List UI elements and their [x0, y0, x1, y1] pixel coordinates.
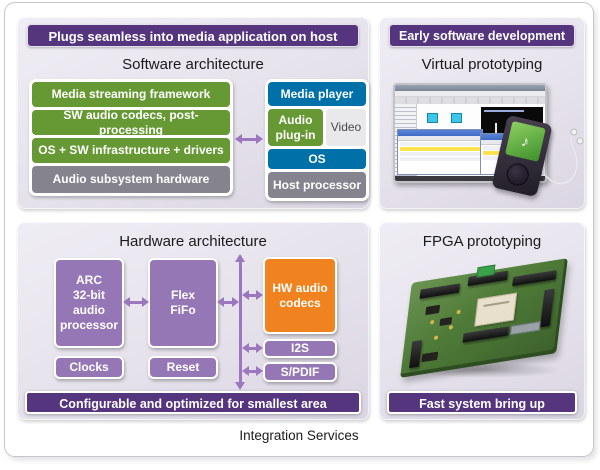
plugin-video-row: Audio plug-in Video: [268, 109, 366, 146]
box-hw-audio-codecs: HW audio codecs: [263, 257, 337, 334]
hardware-footer-ribbon: Configurable and optimized for smallest …: [25, 391, 361, 414]
box-arc-audio-processor: ARC 32-bit audio processor: [54, 258, 124, 348]
box-os: OS: [268, 149, 366, 169]
earbuds-icon: [544, 128, 584, 185]
music-note-icon: ♪: [519, 132, 531, 151]
box-spdif: S/PDIF: [263, 362, 337, 382]
box-reset: Reset: [148, 356, 218, 379]
box-media-player: Media player: [268, 82, 366, 106]
click-wheel: [504, 161, 531, 188]
fpga-prototyping-panel: FPGA prototyping: [379, 222, 585, 420]
media-app-stack: Media player Audio plug-in Video OS Host…: [265, 79, 369, 201]
bidirectional-arrow-icon: [235, 134, 263, 144]
box-media-streaming-framework: Media streaming framework: [32, 82, 230, 107]
hardware-architecture-panel: Hardware architecture ARC 32-bit audio p…: [17, 222, 369, 420]
ide-titlebar: [395, 85, 545, 91]
host-software-stack: Media streaming framework SW audio codec…: [29, 79, 233, 196]
memory-chip: [509, 321, 541, 336]
bus-arrow-icon: [235, 254, 245, 390]
software-title: Software architecture: [122, 56, 264, 73]
fpga-board-illustration: [379, 250, 585, 390]
fpga-chip: [474, 292, 518, 327]
virtual-header-ribbon: Early software development: [389, 24, 575, 47]
bidirectional-arrow-icon: [242, 343, 263, 353]
box-host-processor: Host processor: [268, 172, 366, 198]
box-flex-fifo: Flex FiFo: [148, 258, 218, 348]
block-diagram-node: [451, 113, 462, 123]
ide-statusbar: [395, 176, 545, 181]
virtual-title: Virtual prototyping: [421, 56, 543, 73]
box-audio-subsystem-hardware: Audio subsystem hardware: [32, 166, 230, 193]
box-i2s: I2S: [263, 339, 337, 358]
block-diagram-node: [427, 113, 438, 123]
bidirectional-arrow-icon: [242, 366, 263, 376]
software-architecture-panel: Plugs seamless into media application on…: [17, 17, 369, 209]
fpga-title: FPGA prototyping: [422, 233, 542, 250]
outer-frame: Plugs seamless into media application on…: [4, 2, 594, 457]
debugger-window: [397, 129, 483, 175]
board-surface: [400, 258, 568, 378]
box-audio-plugin: Audio plug-in: [268, 109, 323, 146]
bidirectional-arrow-icon: [123, 297, 149, 307]
player-screen: ♪: [504, 120, 546, 162]
hardware-title: Hardware architecture: [119, 233, 267, 250]
box-video: Video: [326, 109, 366, 146]
integration-services-label: Integration Services: [239, 428, 359, 443]
bidirectional-arrow-icon: [242, 290, 263, 300]
virtual-prototyping-illustration: ♪: [379, 75, 585, 209]
box-sw-audio-codecs: SW audio codecs, post-processing: [32, 108, 230, 137]
ide-toolbar: [395, 97, 545, 104]
ide-menubar: [395, 91, 545, 97]
box-os-sw-infrastructure: OS + SW infrastructure + drivers: [32, 138, 230, 163]
software-header-ribbon: Plugs seamless into media application on…: [27, 24, 359, 47]
box-clocks: Clocks: [54, 356, 124, 379]
fpga-board: [399, 258, 569, 378]
virtual-prototyping-panel: Early software development Virtual proto…: [379, 17, 585, 209]
bidirectional-arrow-icon: [217, 297, 239, 307]
fpga-footer-ribbon: Fast system bring up: [387, 391, 577, 414]
